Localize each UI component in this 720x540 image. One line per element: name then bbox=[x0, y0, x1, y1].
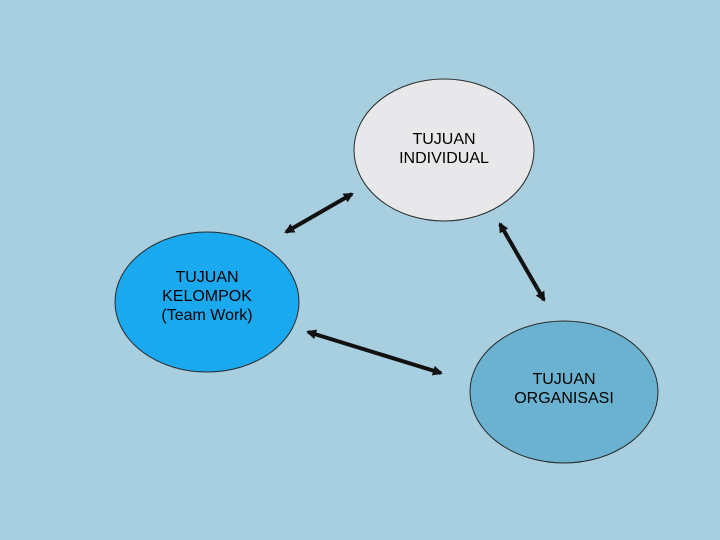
node-kelompok-ellipse bbox=[114, 231, 300, 373]
node-organisasi-ellipse bbox=[469, 320, 659, 464]
node-organisasi-line-2: ORGANISASI bbox=[514, 390, 614, 407]
node-individual-line-1: TUJUAN bbox=[412, 131, 476, 148]
arrow-kelompok-individual bbox=[284, 192, 354, 234]
node-kelompok-line-1: TUJUAN bbox=[175, 269, 239, 286]
node-individual-label: TUJUAN INDIVIDUAL bbox=[364, 130, 524, 168]
arrow-kelompok-organisasi bbox=[306, 329, 443, 376]
arrow-individual-organisasi bbox=[498, 222, 546, 302]
node-kelompok-label: TUJUAN KELOMPOK (Team Work) bbox=[127, 268, 287, 325]
node-kelompok-line-2: KELOMPOK bbox=[162, 288, 252, 305]
node-organisasi-line-1: TUJUAN bbox=[532, 371, 596, 388]
node-individual-line-2: INDIVIDUAL bbox=[399, 150, 489, 167]
node-individual-ellipse bbox=[353, 78, 535, 222]
node-organisasi-label: TUJUAN ORGANISASI bbox=[484, 370, 644, 408]
node-kelompok-line-3: (Team Work) bbox=[161, 307, 253, 324]
